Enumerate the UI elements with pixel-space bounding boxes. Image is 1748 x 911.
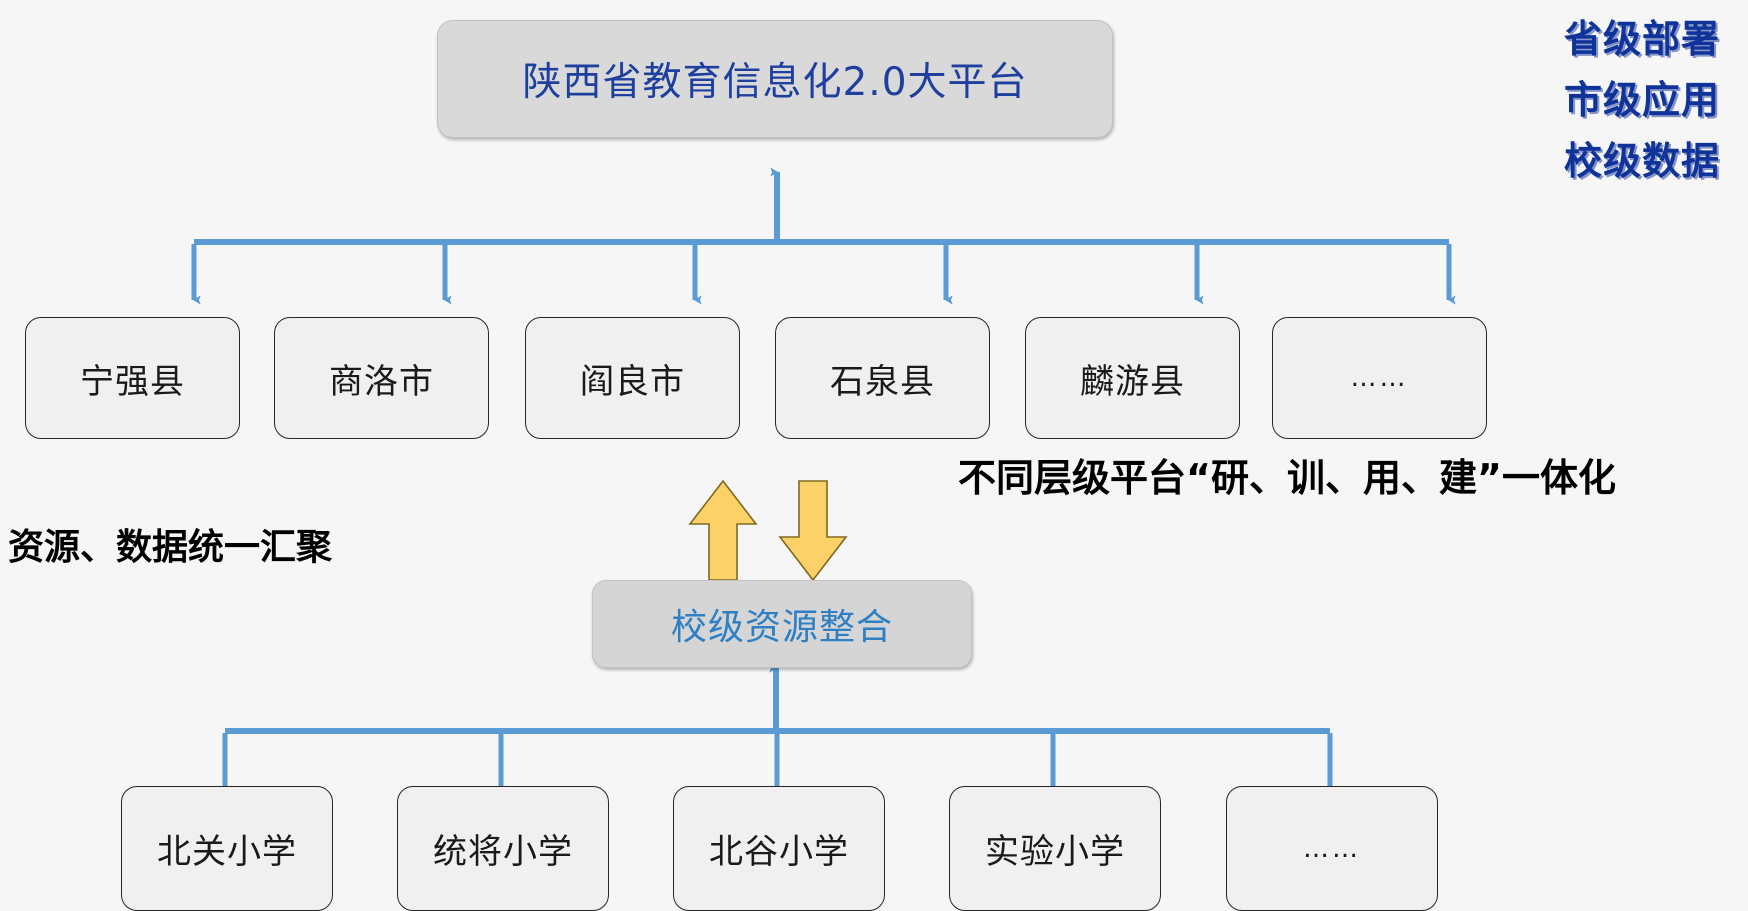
node-label: 北关小学 bbox=[157, 832, 297, 872]
node-district-linyou[interactable]: 麟游县 bbox=[1025, 317, 1240, 439]
tier-label-list: 省级部署 市级应用 校级数据 bbox=[1564, 20, 1720, 203]
node-label: 统将小学 bbox=[433, 832, 573, 872]
arrow-up-icon bbox=[688, 479, 758, 581]
tier-label-school: 校级数据 bbox=[1563, 139, 1720, 183]
node-label: 实验小学 bbox=[985, 832, 1125, 872]
node-label: 石泉县 bbox=[830, 361, 935, 402]
node-school-shiyan[interactable]: 实验小学 bbox=[949, 786, 1161, 911]
node-label: …… bbox=[1303, 833, 1361, 864]
caption-integration: 不同层级平台“研、训、用、建”一体化 bbox=[958, 456, 1616, 500]
node-label: 宁强县 bbox=[80, 361, 185, 402]
node-label: …… bbox=[1350, 363, 1409, 393]
node-label: 北谷小学 bbox=[709, 832, 849, 872]
node-label: 麟游县 bbox=[1080, 361, 1185, 402]
node-school-resource-integration[interactable]: 校级资源整合 bbox=[592, 580, 972, 668]
node-district-yanliang[interactable]: 阎良市 bbox=[525, 317, 740, 439]
arrow-down-icon bbox=[778, 480, 848, 582]
tier-label-city: 市级应用 bbox=[1563, 78, 1720, 122]
node-school-tongjiang[interactable]: 统将小学 bbox=[397, 786, 609, 911]
node-district-more[interactable]: …… bbox=[1272, 317, 1487, 439]
node-school-beigu[interactable]: 北谷小学 bbox=[673, 786, 885, 911]
node-label: 陕西省教育信息化2.0大平台 bbox=[522, 60, 1028, 105]
node-district-shiquan[interactable]: 石泉县 bbox=[775, 317, 990, 439]
node-school-more[interactable]: …… bbox=[1226, 786, 1438, 911]
node-label: 阎良市 bbox=[580, 361, 685, 402]
node-district-ningqiang[interactable]: 宁强县 bbox=[25, 317, 240, 439]
node-label: 校级资源整合 bbox=[670, 607, 893, 648]
tier-label-province: 省级部署 bbox=[1563, 17, 1720, 61]
node-label: 商洛市 bbox=[329, 361, 434, 402]
node-school-beiguan[interactable]: 北关小学 bbox=[121, 786, 333, 911]
caption-resource-aggregation: 资源、数据统一汇聚 bbox=[8, 527, 333, 568]
node-province-platform[interactable]: 陕西省教育信息化2.0大平台 bbox=[437, 20, 1113, 138]
node-district-shangluo[interactable]: 商洛市 bbox=[274, 317, 489, 439]
